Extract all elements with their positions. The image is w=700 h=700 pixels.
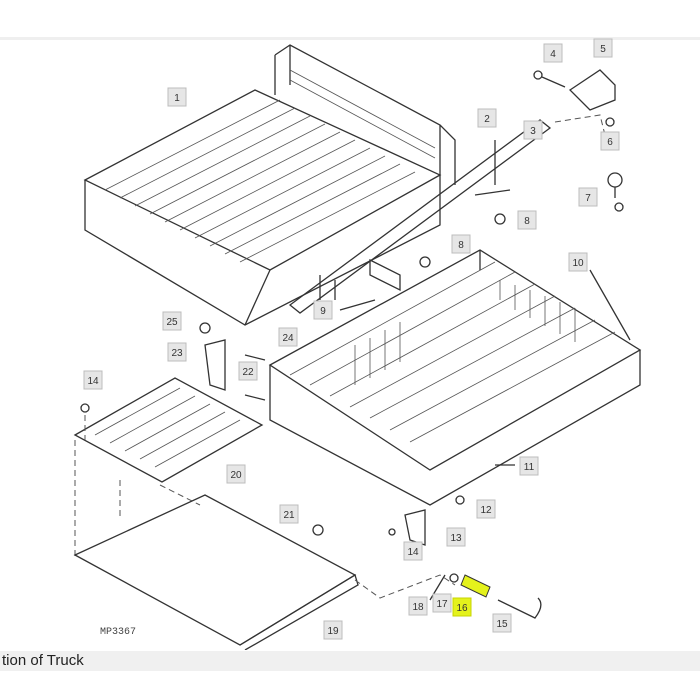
callout-20: 20 [226, 464, 246, 484]
callout-7: 7 [578, 187, 598, 207]
part-hook [497, 597, 542, 619]
callout-number: 8 [458, 240, 464, 251]
callout-17: 17 [432, 593, 452, 613]
part-nut [494, 213, 506, 225]
part-bolt [474, 140, 511, 196]
callout-12: 12 [476, 499, 496, 519]
callout-19: 19 [323, 620, 343, 640]
callout-number: 4 [550, 49, 556, 60]
callout-15: 15 [492, 613, 512, 633]
callout-6: 6 [600, 131, 620, 151]
part-latch [533, 69, 616, 111]
callout-number: 23 [171, 348, 183, 359]
callout-22: 22 [238, 361, 258, 381]
callout-number: 12 [480, 505, 492, 516]
callout-number: 22 [242, 367, 254, 378]
callout-14: 14 [403, 541, 423, 561]
callout-10: 10 [568, 252, 588, 272]
callout-3: 3 [523, 120, 543, 140]
callout-number: 25 [166, 317, 178, 328]
callout-8: 8 [517, 210, 537, 230]
callout-number: 10 [572, 258, 584, 269]
part-nut [614, 202, 624, 212]
callout-number: 20 [230, 470, 242, 481]
callout-number: 19 [327, 626, 339, 637]
callout-8: 8 [451, 234, 471, 254]
top-divider [0, 37, 700, 40]
callout-14: 14 [83, 370, 103, 390]
callout-number: 14 [87, 376, 99, 387]
callout-number: 18 [412, 602, 424, 613]
part-base-plate [73, 494, 359, 650]
callout-number: 14 [407, 547, 419, 558]
drawing-code: MP3367 [100, 627, 136, 638]
part-cargo-box [83, 44, 456, 326]
part-plate [73, 377, 264, 483]
callout-number: 3 [530, 126, 536, 137]
callout-number: 15 [496, 619, 508, 630]
part-hitch-ball [607, 172, 623, 188]
callout-number: 6 [607, 137, 613, 148]
callout-number: 8 [524, 216, 530, 227]
callout-number: 9 [320, 306, 326, 317]
callout-9: 9 [313, 300, 333, 320]
callout-number: 16 [456, 603, 468, 614]
callout-number: 7 [585, 193, 591, 204]
caption-band: tion of Truck [0, 651, 700, 671]
part-bracket [204, 339, 226, 391]
part-cargo-bed [268, 249, 642, 506]
callout-number: 2 [484, 114, 490, 125]
part-bracket [404, 509, 426, 546]
callout-13: 13 [446, 527, 466, 547]
callout-number: 5 [600, 44, 606, 55]
callout-number: 21 [283, 510, 295, 521]
part-spring [460, 574, 491, 598]
callout-1: 1 [167, 87, 187, 107]
part-support-bar [288, 119, 552, 314]
callout-16: 16 [452, 597, 472, 617]
callout-21: 21 [279, 504, 299, 524]
callout-24: 24 [278, 327, 298, 347]
callout-number: 11 [524, 462, 535, 473]
callout-25: 25 [162, 311, 182, 331]
callout-11: 11 [519, 456, 539, 476]
callout-number: 1 [174, 93, 180, 104]
callout-number: 13 [450, 533, 462, 544]
callout-18: 18 [408, 596, 428, 616]
part-nut [605, 117, 615, 127]
callout-23: 23 [167, 342, 187, 362]
part-nut [419, 256, 431, 268]
callout-2: 2 [477, 108, 497, 128]
callout-number: 24 [282, 333, 294, 344]
callout-4: 4 [543, 43, 563, 63]
callout-number: 17 [436, 599, 448, 610]
callout-5: 5 [593, 38, 613, 58]
caption-text: tion of Truck [2, 652, 84, 669]
